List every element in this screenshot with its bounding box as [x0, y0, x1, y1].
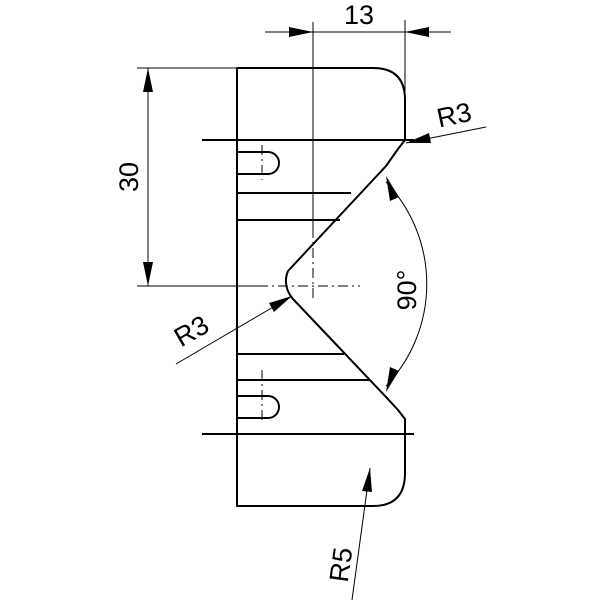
height-arrow-top [143, 68, 153, 92]
width-arrow-right [405, 27, 429, 37]
height-arrow-bottom [143, 262, 153, 286]
radius-bottom-right-label: R5 [324, 546, 359, 584]
angle-label: 90° [392, 270, 422, 311]
lower-u-slot [237, 395, 280, 419]
radius-top-right-label: R3 [434, 97, 474, 134]
radius-bottom-right-arrow [362, 468, 372, 492]
height-dimension-label: 30 [114, 162, 144, 192]
width-arrow-left [289, 27, 313, 37]
angle-arrow-bottom [386, 367, 399, 392]
angle-arc [385, 181, 428, 387]
upper-u-slot [237, 151, 280, 175]
width-dimension-label: 13 [344, 0, 374, 30]
angle-arrow-top [386, 176, 399, 201]
radius-v-bottom-arrow [269, 296, 292, 312]
radius-top-right-arrow [406, 133, 431, 143]
radius-v-bottom-label: R3 [169, 310, 214, 353]
part-outline [236, 67, 406, 507]
